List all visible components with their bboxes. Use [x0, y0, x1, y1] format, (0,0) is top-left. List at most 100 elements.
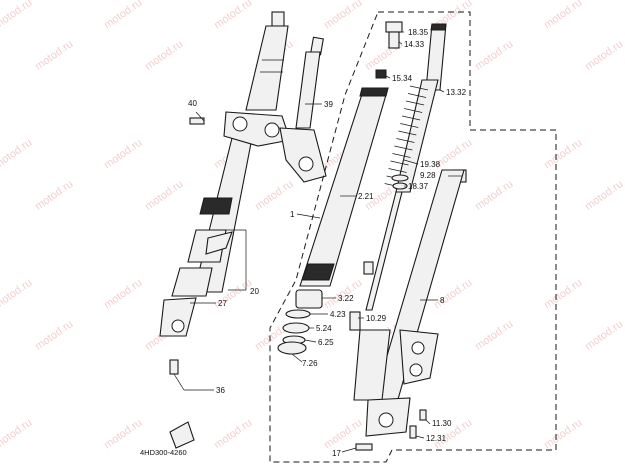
watermark: motod.ru — [0, 0, 34, 31]
fork-spring — [395, 79, 439, 193]
callout-1: 1 — [290, 210, 295, 219]
inner-tube-top — [359, 87, 389, 97]
watermark: motod.ru — [0, 137, 34, 172]
watermark: motod.ru — [212, 417, 254, 452]
axle-hole — [171, 319, 185, 333]
spring-coil — [409, 85, 429, 91]
spacer-tube-cap — [430, 23, 447, 31]
watermark: motod.ru — [212, 0, 254, 31]
watermark: motod.ru — [473, 178, 515, 213]
watermark: motod.ru — [253, 178, 295, 213]
watermark: motod.ru — [583, 178, 625, 213]
callout-18-35: 18.35 — [408, 28, 429, 37]
callout-labels: 40 39 20 27 36 1 2.21 18.35 14.33 15.34 … — [140, 28, 467, 458]
callout-2-21: 2.21 — [358, 192, 374, 201]
steering-stem-bracket — [279, 127, 327, 183]
watermark: motod.ru — [542, 0, 584, 31]
bracket-hole — [264, 122, 280, 138]
callout-9-28: 9.28 — [420, 171, 436, 180]
caliper-mount — [399, 329, 439, 385]
seat-washer — [391, 174, 409, 182]
fork-slider-lower — [171, 267, 213, 297]
watermark: motod.ru — [542, 137, 584, 172]
callout-19-38: 19.38 — [420, 160, 441, 169]
bolt-icon — [409, 425, 417, 439]
fork-guard-mount — [205, 231, 233, 255]
callout-20: 20 — [250, 287, 259, 296]
callout-11-30: 11.30 — [432, 419, 452, 428]
spring-coil — [396, 138, 415, 143]
leader-lines — [173, 31, 462, 453]
piston-ring — [392, 182, 408, 190]
callout-18-37: 18.37 — [408, 182, 429, 191]
cap-bolt-shank — [388, 31, 400, 49]
callout-10-29: 10.29 — [366, 314, 387, 323]
inner-tube — [299, 87, 389, 287]
assembled-fork — [159, 11, 327, 449]
fork-axle-holder — [159, 297, 197, 337]
oil-seal — [282, 322, 310, 334]
rebound-spring — [349, 311, 361, 331]
spring-coil — [402, 115, 421, 121]
callout-3-22: 3.22 — [338, 294, 354, 303]
watermark: motod.ru — [583, 318, 625, 353]
drain-bolt-icon — [419, 409, 427, 421]
spring-coil — [406, 100, 425, 106]
watermark: motod.ru — [542, 417, 584, 452]
spring-coil — [390, 160, 409, 166]
watermark: motod.ru — [0, 277, 34, 312]
watermark: motod.ru — [102, 277, 144, 312]
fork-top-cap — [271, 11, 285, 27]
inner-tube-bushing — [301, 263, 335, 281]
watermark: motod.ru — [143, 178, 185, 213]
watermark: motod.ru — [33, 318, 75, 353]
axle-hole — [378, 412, 394, 428]
watermark: motod.ru — [583, 38, 625, 73]
callout-4-23: 4.23 — [330, 310, 346, 319]
watermark: motod.ru — [102, 137, 144, 172]
watermark: motod.ru — [0, 417, 34, 452]
spring-coil — [404, 108, 423, 113]
damper-rod — [365, 191, 403, 311]
callout-14-33: 14.33 — [404, 40, 425, 49]
watermark: motod.ru — [542, 277, 584, 312]
nut-icon — [375, 69, 387, 79]
callout-39: 39 — [324, 100, 333, 109]
guard-clip-icon — [169, 421, 195, 449]
figure-code: 4HD300-4260 — [140, 448, 187, 457]
watermark: motod.ru — [432, 277, 474, 312]
washer — [285, 309, 311, 319]
callout-7-26: 7.26 — [302, 359, 318, 368]
callout-17: 17 — [332, 449, 341, 458]
spring-coil — [400, 123, 419, 128]
fork-inner-tube — [245, 25, 289, 111]
watermark: motod.ru — [473, 318, 515, 353]
spring-coil — [394, 145, 413, 151]
spring-coil — [407, 93, 427, 98]
callout-6-25: 6.25 — [318, 338, 334, 347]
mount-hole — [409, 363, 423, 377]
damper-bolt-icon — [355, 443, 373, 451]
watermark: motod.ru — [102, 417, 144, 452]
bracket-hole — [232, 116, 248, 132]
callout-12-31: 12.31 — [426, 434, 447, 443]
callout-8: 8 — [440, 296, 445, 305]
watermark: motod.ru — [33, 178, 75, 213]
cap-bolt-icon — [385, 21, 403, 33]
callout-40: 40 — [188, 99, 197, 108]
callout-15-34: 15.34 — [392, 74, 413, 83]
spring-coil — [388, 168, 407, 173]
fork-dust-ring — [199, 197, 233, 215]
steering-stem — [295, 51, 321, 129]
bracket-hole — [298, 156, 314, 172]
spring-coil — [398, 130, 417, 136]
watermark: motod.ru — [102, 0, 144, 31]
damper-piston — [363, 261, 374, 275]
callout-13-32: 13.32 — [446, 88, 467, 97]
exploded-view-boundary — [269, 11, 557, 463]
callout-5-24: 5.24 — [316, 324, 332, 333]
watermark: motod.ru — [143, 38, 185, 73]
watermark: motod.ru — [322, 0, 364, 31]
